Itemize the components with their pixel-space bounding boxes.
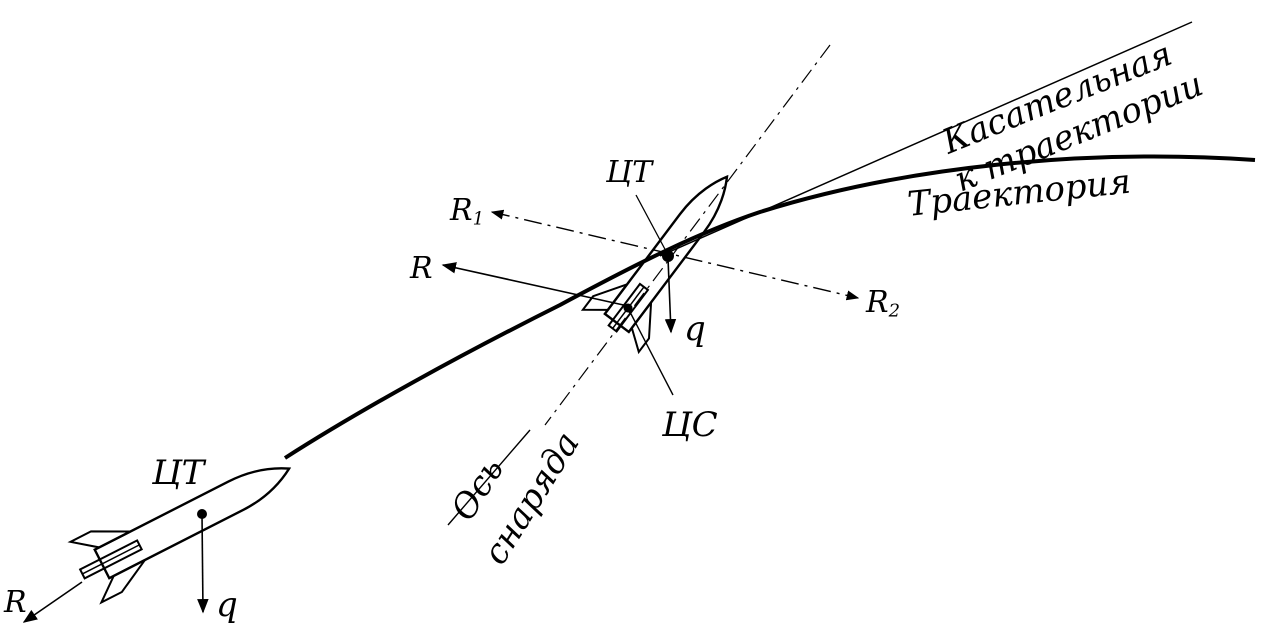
r-arrow-middle [441,262,629,307]
r-label-bottom: R [4,585,27,620]
r-label-middle: R [410,251,433,286]
q-arrow-middle [664,257,677,334]
ct-leader-top [635,194,668,254]
r1-label-base: R [450,193,473,228]
r1-label-sub: 1 [472,208,485,230]
axis-label-underline [447,429,531,526]
rocket-bottom [67,467,292,605]
r1-r2-line [490,209,860,301]
cs-leader [629,311,674,396]
ct-label-bottom: ЦТ [152,453,205,493]
ct-point-top [662,250,674,262]
r-arrow-bottom [22,581,83,623]
r2-label-base: R [866,285,889,320]
cs-label: ЦС [662,405,718,445]
q-arrow-bottom [197,513,209,614]
r1-label: R1 [450,196,484,229]
r2-label-sub: 2 [888,300,901,322]
projectile-axis-line [544,44,831,426]
q-label-middle: q [684,309,706,349]
cs-point [623,303,633,313]
r2-label: R2 [866,288,900,321]
ct-label-top: ЦТ [606,155,653,190]
q-label-bottom: q [216,585,238,625]
